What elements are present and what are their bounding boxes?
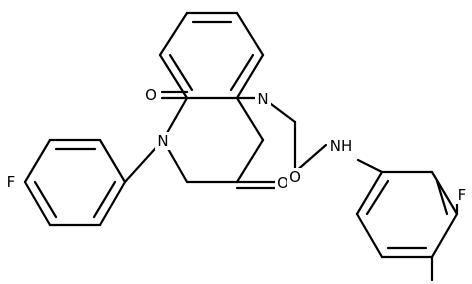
atom-labels: F O O N N O NH F [4,86,469,204]
fluorobenzyl-group [23,138,165,227]
atom-fluorine-benzyl: F [7,173,16,191]
atom-amide-nh: NH [330,137,353,155]
acetamide-linker [261,96,328,177]
atom-fluorine-aryl: F [458,186,467,204]
atom-oxygen-amide: O [289,168,301,186]
atom-oxygen-c4: O [145,86,157,104]
fluoromethylphenyl-group [355,158,459,282]
atom-nitrogen-n3: N [157,132,168,150]
atom-nitrogen-n1: N [257,90,268,108]
fused-benzene-ring [158,11,265,100]
atom-oxygen-c2: O [277,174,289,192]
